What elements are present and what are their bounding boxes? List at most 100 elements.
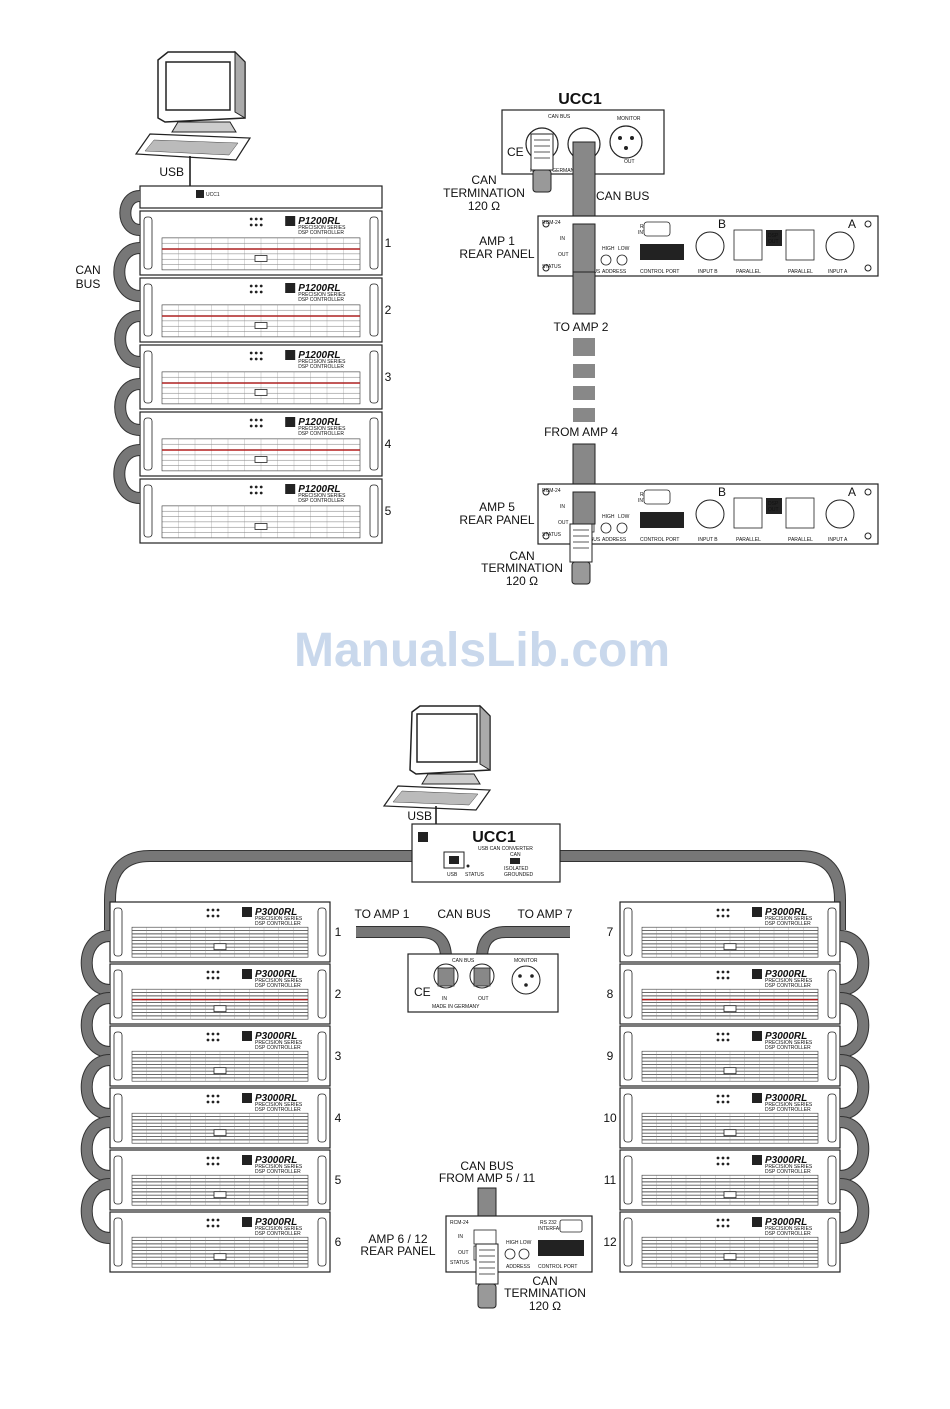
amp-sub-label: PRECISION SERIES [765,1102,813,1108]
can-bus-loop [120,191,141,235]
amp-number-label: 9 [607,1049,614,1063]
amp-handle-right [317,969,327,1019]
amp-number-label: 7 [607,925,614,939]
dashed-cable [573,338,595,422]
can-bus-loop [839,993,869,1057]
amp-handle-left [143,417,153,471]
amp-sub-label: DSP CONTROLLER [765,1231,811,1237]
amp-led [721,1162,725,1166]
amp-sub-label: DSP CONTROLLER [765,1107,811,1113]
amp-led [206,914,210,918]
to-amp1-label: TO AMP 1 [355,907,410,921]
screw-icon [542,488,550,496]
rear-dsp-label: OUT [768,239,779,245]
amp-led [721,1032,725,1036]
xlr-input-a-icon [825,499,855,529]
computer-icon [134,50,252,161]
screw-icon [864,220,872,228]
ucc1-converter-title: UCC1 [472,829,516,846]
amp-6-12-label-2: REAR PANEL [360,1244,435,1258]
to-amp2-label: TO AMP 2 [554,320,609,334]
amp-6-12-label-1: AMP 6 / 12 [368,1232,427,1246]
amp-led [249,485,253,489]
screw-icon [864,264,872,272]
amp-led [254,418,258,422]
rear-high: HIGH [506,1240,519,1246]
amp-led [721,970,725,974]
amp-led [249,491,253,495]
amp-handle-left [113,907,123,957]
amp-led [211,908,215,912]
amp-led [259,485,263,489]
amp-led [206,908,210,912]
rear-b-label: B [718,485,726,499]
amp-handle-right [827,969,837,1019]
ev-logo-icon [752,907,762,917]
amp-sub-label: DSP CONTROLLER [298,230,344,236]
can-bus-loop [114,243,141,301]
rack-ucc1-unit: UCC1 [139,185,383,209]
amp-led [206,1032,210,1036]
amp-display [254,523,268,530]
amp-led [211,970,215,974]
amp-sub-label: PRECISION SERIES [255,1040,303,1046]
amp-handle-left [143,216,153,270]
amp-led [216,1032,220,1036]
can-bus-loop [81,1117,111,1181]
amp-handle-left [623,907,633,957]
amp-led [259,223,263,227]
amp-led [254,357,258,361]
watermark: ManualsLib.com [294,624,670,677]
parallel-a [785,229,815,261]
rear-out-label: OUT [558,252,569,258]
amp-led [206,1038,210,1042]
dsp-out-box [766,498,782,514]
amp-led [259,491,263,495]
amp-led [249,418,253,422]
ev-logo-icon [242,969,252,979]
can-termination-bottom-3: 120 Ω [506,574,538,588]
amp-led [211,1224,215,1228]
amp-handle-right [827,1155,837,1205]
rack-ucc-label: UCC1 [206,192,220,198]
xlr-input-b-icon [695,499,725,529]
amp-sub-label: DSP CONTROLLER [255,1107,301,1113]
amp-display [213,943,227,951]
amp-model-label: P3000RL [765,1217,807,1228]
amp-led [726,970,730,974]
amp-sub-label: PRECISION SERIES [765,1226,813,1232]
amp-led [249,351,253,355]
amp-led [726,914,730,918]
amp-led [721,1100,725,1104]
amp-model-label: P3000RL [765,1155,807,1166]
amp-led [254,284,258,288]
amp-led [216,1156,220,1160]
rear-parallel-label: PARALLEL [788,269,813,275]
amp-led [249,290,253,294]
can-bus-middle-label: CAN BUS [437,907,490,921]
amp-handle-left [623,1217,633,1267]
rear-status-label: STATUS [542,532,562,538]
xlr-input-a-icon [825,231,855,261]
amp-handle-left [113,1217,123,1267]
address-knob-icon [600,522,612,534]
amp-led [726,908,730,912]
cable-segment [572,223,596,273]
rear-status: STATUS [450,1260,470,1266]
amp-led [721,1156,725,1160]
amp-handle-left [113,1155,123,1205]
ucc1-usb-label: USB [447,872,458,878]
amp-led [211,976,215,980]
can-bus-loops-bottom-left [80,930,111,1244]
amp-led [721,1224,725,1228]
ev-logo-icon [752,1031,762,1041]
